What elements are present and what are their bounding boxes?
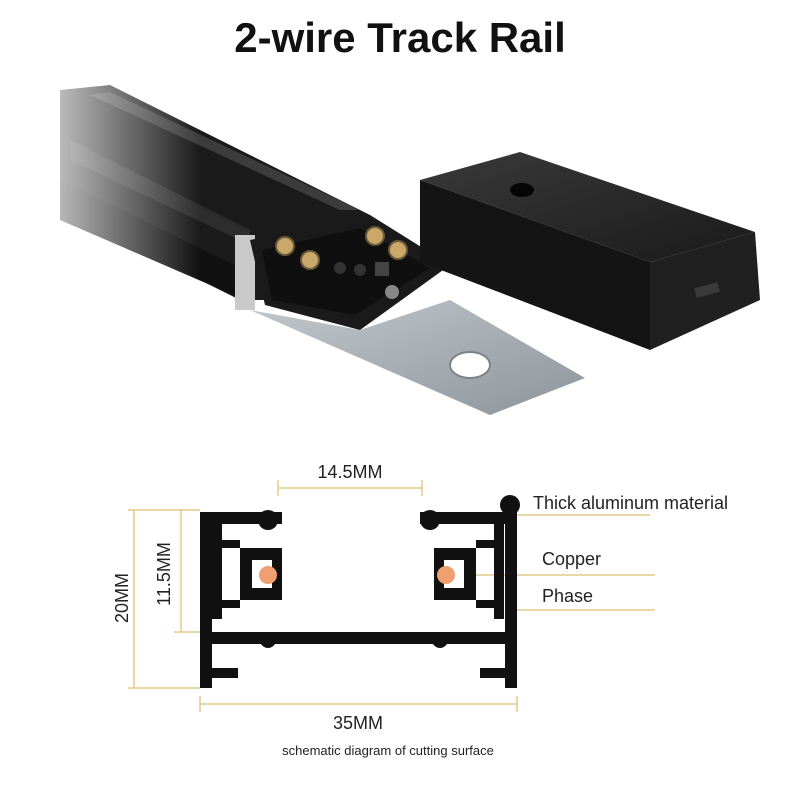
- cross-section-diagram: 14.5MM 20MM 11.5MM 35MM Thick aluminum m…: [112, 462, 728, 758]
- page-title: 2-wire Track Rail: [234, 14, 566, 61]
- dimension-lines: [128, 480, 655, 712]
- caption: schematic diagram of cutting surface: [282, 743, 494, 758]
- phase-label: Phase: [542, 586, 593, 606]
- copper-label: Copper: [542, 549, 601, 569]
- dim-width-label: 14.5MM: [317, 462, 382, 482]
- dim-height-outer-label: 20MM: [112, 573, 132, 623]
- copper-wire-right: [437, 566, 455, 584]
- dim-total-width-label: 35MM: [333, 713, 383, 733]
- copper-wire-left: [259, 566, 277, 584]
- rail-profile: [200, 495, 520, 688]
- material-label: Thick aluminum material: [533, 493, 728, 513]
- dim-height-inner-label: 11.5MM: [154, 542, 174, 606]
- product-photo: [0, 70, 800, 450]
